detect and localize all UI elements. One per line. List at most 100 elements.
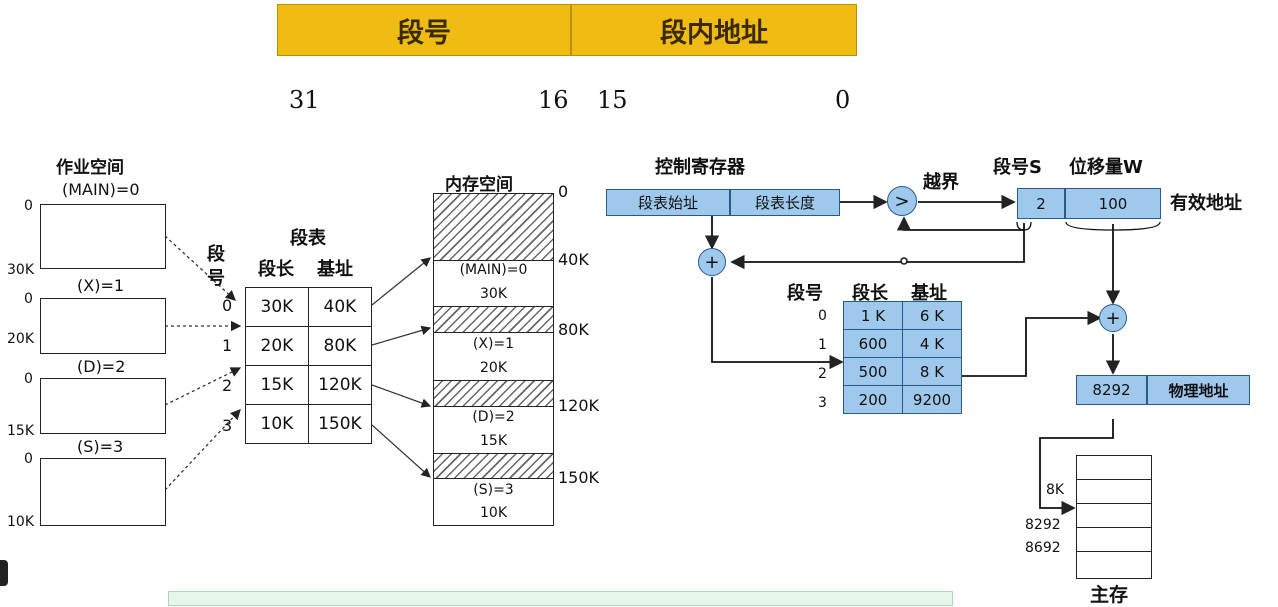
- main-memory: [1076, 455, 1152, 579]
- job-x-box: [40, 298, 166, 354]
- table-row: 200 9200: [843, 385, 962, 414]
- rtable-row-3-number: 3: [818, 395, 827, 411]
- mem-mark-80k: 80K: [558, 320, 589, 339]
- seg-base: 120K: [307, 365, 373, 405]
- control-register-title: 控制寄存器: [655, 157, 745, 178]
- seg-base: 80K: [307, 326, 373, 366]
- seg-base: 40K: [307, 287, 373, 327]
- segment-table: 30K 40K 20K 80K 15K 120K 10K 150K: [245, 287, 373, 444]
- seg-number-s-label: 段号S: [993, 157, 1042, 178]
- mem-mark-8692: 8692: [1025, 540, 1061, 556]
- mem-mark-40k: 40K: [558, 250, 589, 269]
- job1-start: 0: [24, 291, 33, 307]
- seg-length: 20K: [245, 326, 309, 366]
- rseg-base: 6 K: [902, 301, 962, 330]
- job-s-box: [40, 458, 166, 526]
- job3-start: 0: [24, 451, 33, 467]
- seg-table-title: 段表: [290, 228, 326, 249]
- rseg-length: 600: [843, 329, 903, 358]
- bottom-panel: [168, 591, 953, 606]
- mem-free-3: [434, 453, 553, 479]
- job1-label: (X)=1: [77, 276, 125, 295]
- rtable-row-0-number: 0: [818, 308, 827, 324]
- job-main-label: (MAIN)=0: [62, 180, 140, 199]
- rseg-length: 1 K: [843, 301, 903, 330]
- job-space-title: 作业空间: [56, 158, 124, 178]
- memory-space-title: 内存空间: [445, 175, 513, 195]
- format-bar-offset: 段内地址: [571, 4, 857, 56]
- s-value-box: 2: [1017, 188, 1065, 219]
- job0-start: 0: [24, 198, 33, 214]
- memory-block: [1077, 528, 1151, 552]
- seg-row-3-number: 3: [222, 416, 233, 435]
- mem-seg-d-size: 15K: [480, 433, 507, 449]
- bit-15: 15: [597, 86, 628, 114]
- table-row: 1 K 6 K: [843, 301, 962, 330]
- rtable-header-length: 段长: [852, 283, 888, 304]
- mem-free-2: [434, 380, 553, 407]
- rseg-length: 200: [843, 385, 903, 414]
- mem-seg-x-size: 20K: [480, 360, 507, 376]
- w-value-box: 100: [1065, 188, 1161, 219]
- edge-marker: [0, 560, 8, 586]
- seg-row-2-number: 2: [222, 376, 233, 395]
- job2-label: (D)=2: [77, 357, 126, 376]
- memory-block: [1077, 480, 1151, 504]
- job2-end: 15K: [7, 423, 34, 439]
- physical-address-box: 物理地址: [1147, 375, 1250, 405]
- seg-table-length-register: 段表长度: [730, 189, 840, 216]
- main-memory-label: 主存: [1090, 584, 1129, 606]
- table-row: 15K 120K: [245, 365, 373, 405]
- mem-seg-s-size: 10K: [480, 505, 507, 521]
- rtable-row-2-number: 2: [818, 366, 827, 382]
- physical-value-box: 8292: [1076, 375, 1147, 405]
- adder-node-1: +: [698, 248, 726, 276]
- rseg-base: 8 K: [902, 357, 962, 386]
- job1-end: 20K: [7, 331, 34, 347]
- job-main-box: [40, 204, 166, 269]
- table-row: 10K 150K: [245, 404, 373, 444]
- seg-table-header-base: 基址: [317, 259, 353, 280]
- seg-table-header-length: 段长: [258, 259, 294, 280]
- rtable-row-1-number: 1: [818, 337, 827, 353]
- overflow-label: 越界: [923, 172, 959, 193]
- job3-end: 10K: [7, 514, 34, 530]
- job-d-box: [40, 378, 166, 434]
- mem-free-1: [434, 306, 553, 333]
- table-row: 30K 40K: [245, 287, 373, 327]
- mem-mark-0: 0: [558, 182, 569, 201]
- seg-base: 150K: [307, 404, 373, 444]
- seg-col-label-2: 号: [207, 268, 225, 289]
- seg-length: 10K: [245, 404, 309, 444]
- seg-length: 15K: [245, 365, 309, 405]
- mem-seg-x-name: (X)=1: [472, 336, 515, 352]
- bit-16: 16: [538, 86, 569, 114]
- rtable-header-seg: 段号: [787, 283, 823, 304]
- seg-table-start-register: 段表始址: [606, 189, 730, 216]
- mem-seg-main-name: (MAIN)=0: [459, 262, 528, 278]
- memory-space: (MAIN)=0 30K (X)=1 20K (D)=2 15K (S)=3 1…: [433, 193, 554, 526]
- rseg-length: 500: [843, 357, 903, 386]
- table-row: 500 8 K: [843, 357, 962, 386]
- adder-node-2: +: [1099, 304, 1127, 332]
- seg-row-1-number: 1: [222, 336, 233, 355]
- translation-segment-table: 1 K 6 K 600 4 K 500 8 K 200 9200: [843, 301, 962, 414]
- memory-block: [1077, 456, 1151, 480]
- mem-free-0: [434, 194, 553, 261]
- mem-mark-8k: 8K: [1046, 482, 1065, 498]
- job0-end: 30K: [7, 262, 34, 278]
- bit-31: 31: [289, 86, 320, 114]
- memory-block: [1077, 504, 1151, 528]
- rtable-header-base: 基址: [911, 283, 947, 304]
- displacement-w-label: 位移量W: [1069, 157, 1143, 178]
- mem-seg-d-name: (D)=2: [472, 409, 515, 425]
- mem-mark-120k: 120K: [558, 396, 600, 415]
- seg-length: 30K: [245, 287, 309, 327]
- bit-0: 0: [835, 86, 851, 114]
- job3-label: (S)=3: [77, 437, 124, 456]
- effective-address-label: 有效地址: [1170, 193, 1242, 214]
- job2-start: 0: [24, 371, 33, 387]
- comparator-node: >: [887, 186, 917, 216]
- format-bar-segment-number: 段号: [277, 4, 571, 56]
